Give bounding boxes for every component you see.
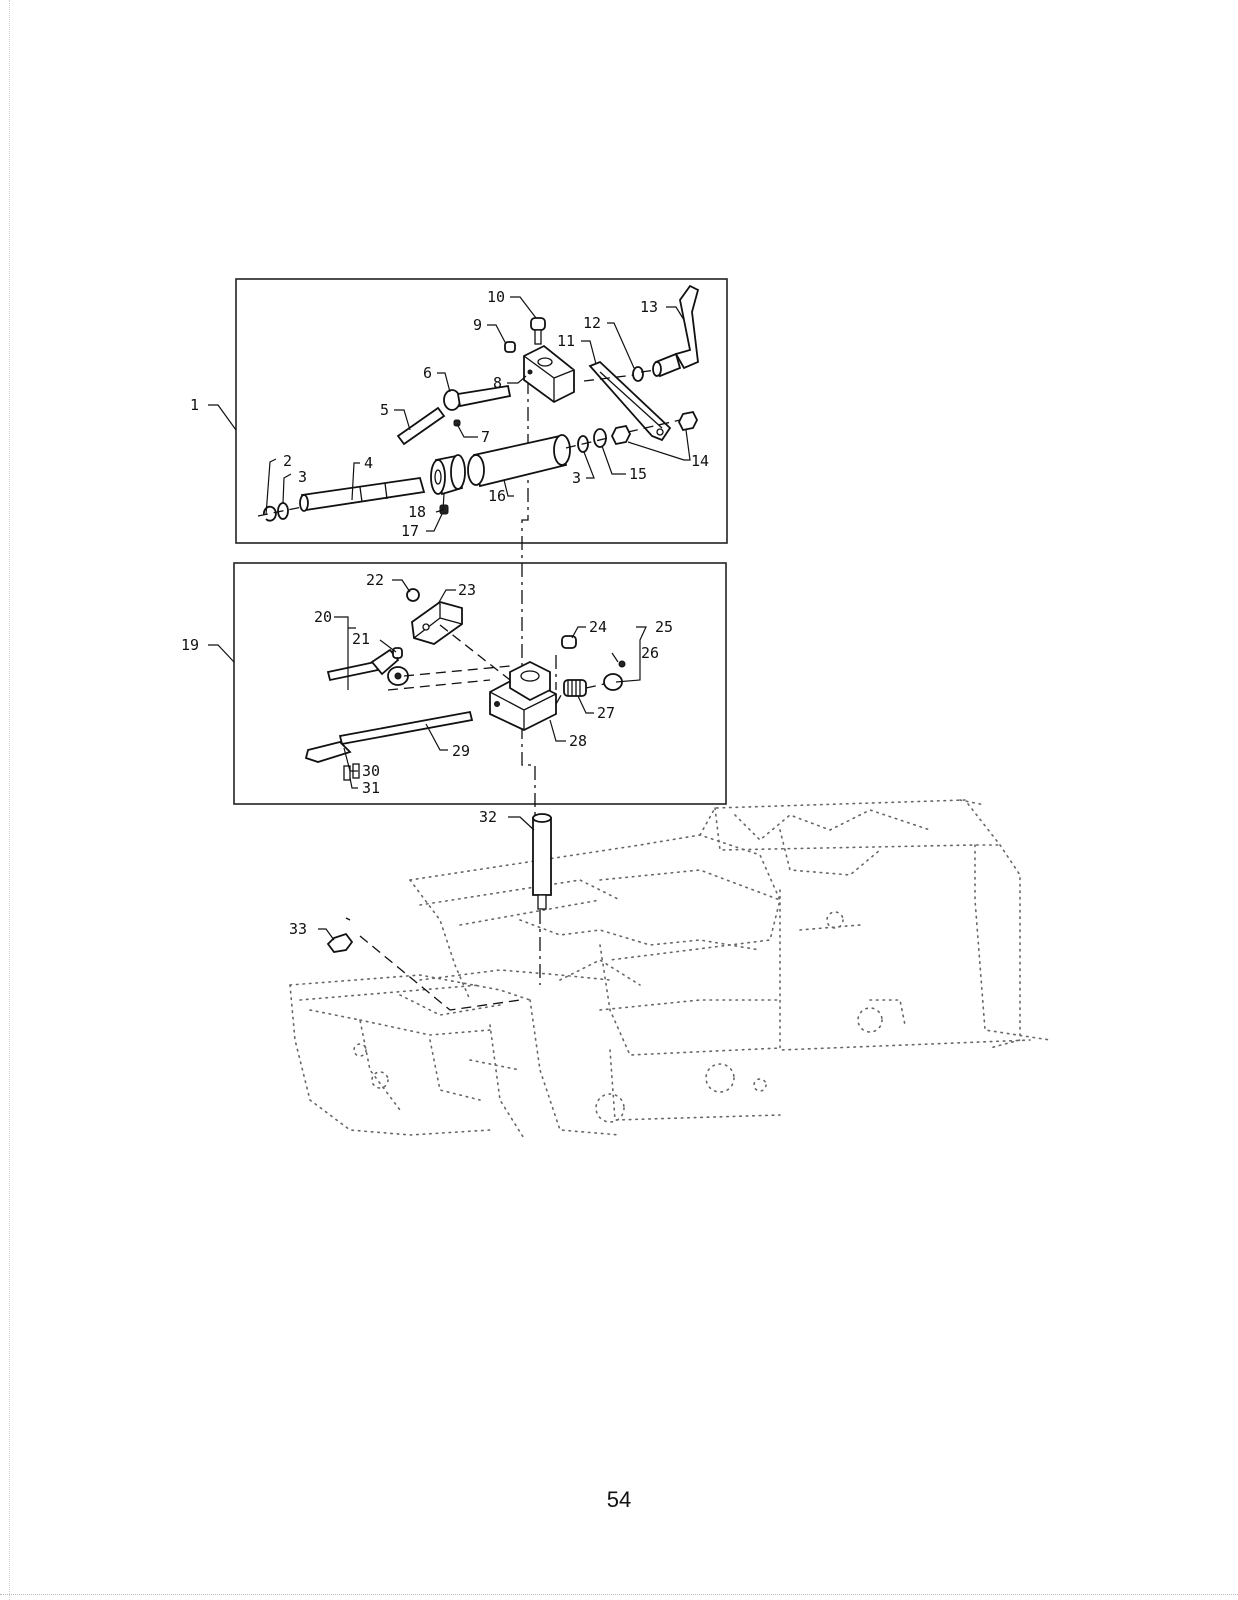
callout-6: 6 [423, 364, 432, 382]
callout-11: 11 [557, 332, 575, 350]
assembly-1-frame [235, 278, 728, 544]
washer-15-part [593, 428, 607, 448]
lever-part [396, 406, 446, 446]
callout-17: 17 [401, 522, 419, 540]
callout-33: 33 [289, 920, 307, 938]
axis-line [555, 683, 605, 705]
lever-plate-part [304, 741, 352, 763]
axis-line [565, 419, 681, 449]
callout-9: 9 [473, 316, 482, 334]
callout-7: 7 [481, 428, 490, 446]
callout-13: 13 [640, 298, 658, 316]
callout-20: 20 [314, 608, 332, 626]
assembly-19-frame [233, 562, 727, 805]
screw-9-part [504, 341, 516, 353]
callout-4: 4 [364, 454, 373, 472]
callout-24: 24 [589, 618, 607, 636]
axis-line [387, 679, 491, 691]
screws-31-part [343, 763, 360, 781]
screw-21-part [392, 647, 403, 659]
callout-1: 1 [190, 396, 199, 414]
callout-31: 31 [362, 779, 380, 797]
callout-30: 30 [362, 762, 380, 780]
callout-19: 19 [181, 636, 199, 654]
callout-3-right: 3 [572, 469, 581, 487]
screw-7-part [453, 419, 461, 427]
machine-body-outline [289, 799, 1051, 1141]
slotted-plate-part [588, 360, 672, 442]
set-screw-part [439, 504, 449, 515]
callout-32: 32 [479, 808, 497, 826]
callout-12: 12 [583, 314, 601, 332]
scan-margin-line [9, 0, 10, 1600]
scan-bottom-edge [0, 1594, 1238, 1595]
post-part [532, 813, 552, 910]
nut-part [610, 424, 632, 446]
center-line [521, 380, 536, 820]
callout-8: 8 [493, 374, 502, 392]
bolt-10-part [530, 317, 546, 345]
axis-line [583, 369, 657, 382]
clamp-handle-part [652, 284, 700, 378]
crank-lever-part [326, 648, 409, 686]
callout-27: 27 [597, 704, 615, 722]
spring-part [563, 679, 587, 697]
axis-line [403, 665, 511, 677]
screw-24-part [561, 635, 577, 649]
callout-25: 25 [655, 618, 673, 636]
callout-29: 29 [452, 742, 470, 760]
callout-10: 10 [487, 288, 505, 306]
callout-26: 26 [641, 644, 659, 662]
callout-5: 5 [380, 401, 389, 419]
callout-16: 16 [488, 487, 506, 505]
axis-line [257, 506, 303, 517]
shaft-part [299, 476, 426, 512]
collar-26-part [603, 660, 626, 691]
sleeve-part [467, 434, 571, 488]
collar-part [430, 454, 466, 496]
callout-2: 2 [283, 452, 292, 470]
axis-line [345, 917, 521, 1011]
rod-part [338, 710, 474, 746]
bracket-part [411, 601, 463, 645]
callout-15: 15 [629, 465, 647, 483]
main-block-part [489, 660, 557, 732]
guide-block-part [523, 344, 575, 404]
callout-21: 21 [352, 630, 370, 648]
callout-28: 28 [569, 732, 587, 750]
nut-33-part [326, 932, 354, 953]
nut-part [677, 410, 699, 432]
washer-12-part [632, 366, 644, 382]
callout-3: 3 [298, 468, 307, 486]
pin-part [443, 384, 512, 411]
page-number: 54 [606, 1487, 632, 1512]
leader-lines [208, 296, 691, 941]
callout-14: 14 [691, 452, 709, 470]
callout-22: 22 [366, 571, 384, 589]
callout-23: 23 [458, 581, 476, 599]
callout-18: 18 [408, 503, 426, 521]
